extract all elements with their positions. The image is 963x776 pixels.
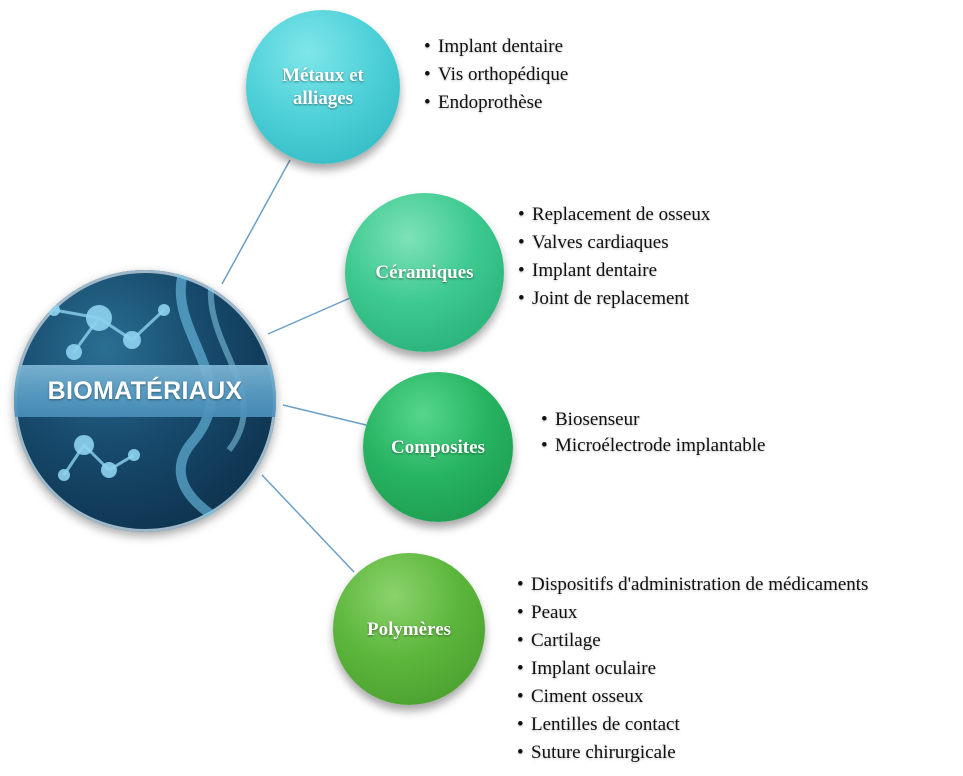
list-polymeres: Dispositifs d'administration de médicame… <box>517 571 868 767</box>
node-metaux-alliages: Métaux et alliages <box>246 10 400 164</box>
list-item: Suture chirurgicale <box>517 739 868 767</box>
node-polymeres-label: Polymères <box>366 618 452 640</box>
hub-circle: BIOMATÉRIAUX <box>14 270 276 532</box>
list-item: Implant dentaire <box>518 257 710 285</box>
list-item: Lentilles de contact <box>517 711 868 739</box>
list-item: Implant oculaire <box>517 655 868 683</box>
list-ceramiques: Replacement de osseux Valves cardiaques … <box>518 201 710 313</box>
list-item: Endoprothèse <box>424 89 568 117</box>
molecule-illustration <box>48 270 247 532</box>
list-item: Peaux <box>517 599 868 627</box>
connector-composites <box>282 404 367 426</box>
list-item: Joint de replacement <box>518 285 710 313</box>
list-item: Dispositifs d'administration de médicame… <box>517 571 868 599</box>
connector-ceramiques <box>267 297 351 335</box>
hub-title: BIOMATÉRIAUX <box>47 377 243 405</box>
hub-title-band <box>14 365 276 417</box>
list-item: Cartilage <box>517 627 868 655</box>
node-metaux-label-line1: Métaux et <box>282 65 364 86</box>
node-composites-label: Composites <box>391 436 485 458</box>
list-item: Microélectrode implantable <box>541 433 766 459</box>
list-item: Biosenseur <box>541 407 715 433</box>
list-item: Vis orthopédique <box>424 61 568 89</box>
list-item: Valves cardiaques <box>518 229 710 257</box>
connector-polymeres <box>261 474 355 573</box>
node-ceramiques: Céramiques <box>345 193 504 352</box>
node-polymeres: Polymères <box>333 553 485 705</box>
list-composites: Biosenseur Microélectrode implantable <box>541 407 766 459</box>
node-metaux-label-line2: alliages <box>292 88 354 109</box>
list-item: Implant dentaire <box>424 33 568 61</box>
connector-metaux <box>221 159 291 285</box>
list-item: Ciment osseux <box>517 683 868 711</box>
list-item: Replacement de osseux <box>518 201 710 229</box>
node-composites: Composites <box>363 372 513 522</box>
list-metaux: Implant dentaire Vis orthopédique Endopr… <box>424 33 568 117</box>
node-ceramiques-label: Céramiques <box>375 262 474 283</box>
